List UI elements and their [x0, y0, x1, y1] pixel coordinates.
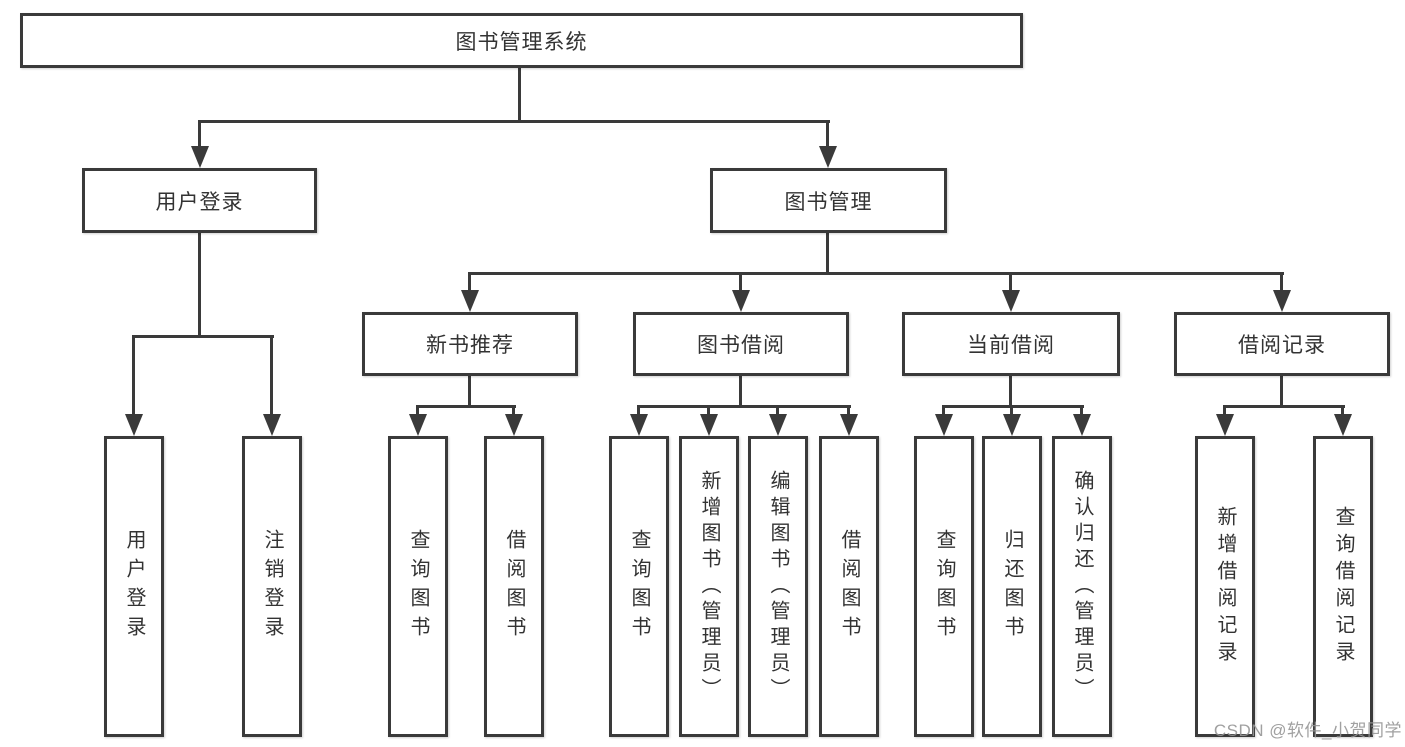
leaf-user-login-label: 用户登录	[123, 528, 145, 645]
leaf-query-books-current-label: 查询图书	[933, 528, 955, 645]
arrow-down-icon	[840, 414, 858, 436]
connector-to-user-login	[198, 120, 201, 148]
arrow-down-icon	[819, 146, 837, 168]
connector-leaf-stub	[1080, 405, 1083, 416]
leaf-return-book-label: 归还图书	[1001, 528, 1023, 645]
connector-book-management-stem	[826, 233, 829, 272]
connector-root-stem	[518, 68, 521, 120]
arrow-down-icon	[1334, 414, 1352, 436]
node-current-borrow-label: 当前借阅	[967, 334, 1055, 357]
leaf-borrow-book: 借阅图书	[819, 436, 879, 737]
connector-leaf-stub	[637, 405, 640, 416]
connector-leaf-stub	[1010, 405, 1013, 416]
arrow-down-icon	[461, 290, 479, 312]
connector-leaf-stub	[776, 405, 779, 416]
connector-records-bar	[1223, 405, 1345, 408]
arrow-down-icon	[1002, 290, 1020, 312]
connector-leaf-stub	[512, 405, 515, 416]
connector-recommend-stem	[468, 376, 471, 405]
connector-records-stem	[1280, 376, 1283, 405]
connector-recommend-bar	[416, 405, 516, 408]
node-book-management: 图书管理	[710, 168, 947, 233]
connector-level3-bar	[468, 272, 1284, 275]
arrow-down-icon	[1216, 414, 1234, 436]
connector-current-bar	[942, 405, 1084, 408]
arrow-down-icon	[191, 146, 209, 168]
node-book-borrow-label: 图书借阅	[697, 334, 785, 357]
leaf-query-books-borrow: 查询图书	[609, 436, 669, 737]
connector-leaf-stub	[942, 405, 945, 416]
leaf-borrow-book-recommend-label: 借阅图书	[503, 528, 525, 645]
leaf-logout-label: 注销登录	[261, 528, 283, 645]
leaf-add-book-admin: 新增图书（管理员）	[679, 436, 739, 737]
connector-borrow-stem	[739, 376, 742, 405]
connector-to-borrow-records	[1280, 272, 1283, 292]
leaf-edit-book-admin: 编辑图书（管理员）	[748, 436, 808, 737]
arrow-down-icon	[935, 414, 953, 436]
arrow-down-icon	[732, 290, 750, 312]
leaf-borrow-book-label: 借阅图书	[838, 528, 860, 645]
node-root-label: 图书管理系统	[455, 30, 588, 54]
connector-to-book-borrow	[739, 272, 742, 292]
arrow-down-icon	[769, 414, 787, 436]
leaf-query-books-recommend-label: 查询图书	[407, 528, 429, 645]
leaf-confirm-return-admin-label: 确认归还（管理员）	[1071, 469, 1093, 704]
arrow-down-icon	[700, 414, 718, 436]
node-new-book-recommend-label: 新书推荐	[426, 334, 514, 357]
connector-leaf-stub	[1341, 405, 1344, 416]
arrow-down-icon	[263, 414, 281, 436]
connector-leaf-stub	[707, 405, 710, 416]
connector-user-login-bar	[132, 335, 274, 338]
node-root: 图书管理系统	[20, 13, 1023, 68]
node-book-borrow: 图书借阅	[633, 312, 849, 376]
connector-borrow-bar	[637, 405, 851, 408]
connector-level2-bar	[198, 120, 830, 123]
node-user-login: 用户登录	[82, 168, 317, 233]
connector-leaf-stub	[416, 405, 419, 416]
leaf-borrow-book-recommend: 借阅图书	[484, 436, 544, 737]
arrow-down-icon	[125, 414, 143, 436]
node-current-borrow: 当前借阅	[902, 312, 1120, 376]
node-new-book-recommend: 新书推荐	[362, 312, 578, 376]
leaf-logout: 注销登录	[242, 436, 302, 737]
node-book-management-label: 图书管理	[784, 190, 873, 214]
arrow-down-icon	[1003, 414, 1021, 436]
csdn-watermark: CSDN @软件_小贺同学	[1213, 721, 1402, 740]
leaf-query-books-borrow-label: 查询图书	[628, 528, 650, 645]
node-borrow-records-label: 借阅记录	[1238, 334, 1326, 357]
arrow-down-icon	[630, 414, 648, 436]
connector-to-leaf-logout	[270, 335, 273, 416]
connector-to-book-management	[826, 120, 829, 148]
leaf-add-book-admin-label: 新增图书（管理员）	[698, 469, 720, 704]
leaf-confirm-return-admin: 确认归还（管理员）	[1052, 436, 1112, 737]
arrow-down-icon	[409, 414, 427, 436]
connector-current-stem	[1009, 376, 1012, 405]
arrow-down-icon	[505, 414, 523, 436]
connector-leaf-stub	[1223, 405, 1226, 416]
leaf-query-borrow-record-label: 查询借阅记录	[1332, 505, 1354, 668]
leaf-user-login: 用户登录	[104, 436, 164, 737]
arrow-down-icon	[1273, 290, 1291, 312]
node-user-login-label: 用户登录	[155, 190, 244, 214]
connector-to-current-borrow	[1009, 272, 1012, 292]
leaf-query-borrow-record: 查询借阅记录	[1313, 436, 1373, 737]
leaf-add-borrow-record: 新增借阅记录	[1195, 436, 1255, 737]
leaf-return-book: 归还图书	[982, 436, 1042, 737]
connector-leaf-stub	[847, 405, 850, 416]
leaf-edit-book-admin-label: 编辑图书（管理员）	[767, 469, 789, 704]
leaf-query-books-recommend: 查询图书	[388, 436, 448, 737]
arrow-down-icon	[1073, 414, 1091, 436]
connector-to-new-book-recommend	[468, 272, 471, 292]
node-borrow-records: 借阅记录	[1174, 312, 1390, 376]
connector-to-leaf-login	[132, 335, 135, 416]
connector-user-login-stem	[198, 233, 201, 335]
leaf-query-books-current: 查询图书	[914, 436, 974, 737]
leaf-add-borrow-record-label: 新增借阅记录	[1214, 505, 1236, 668]
